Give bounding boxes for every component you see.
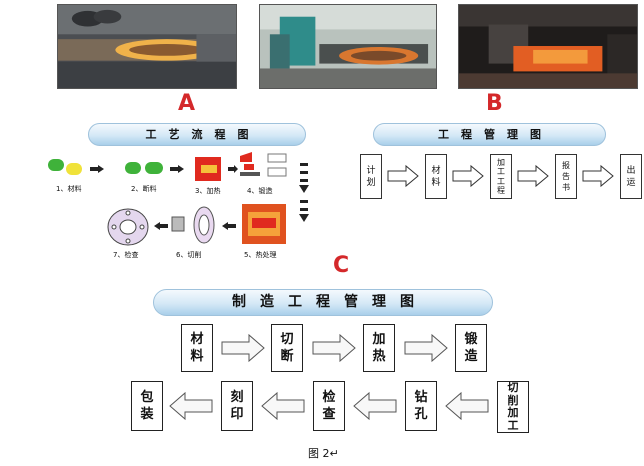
forging-photo-1 — [57, 4, 237, 89]
flow-arrow-left — [154, 222, 168, 230]
mfg-box-forging: 锻 造 — [455, 324, 487, 372]
mfg-box-inspection: 检 查 — [313, 381, 345, 431]
mgmt-box-material: 材 料 — [425, 154, 447, 199]
mfg-arrow-left — [261, 391, 305, 421]
manufacturing-mgmt-title: 制造工程管理图 — [153, 289, 493, 316]
mfg-box-marking: 刻 印 — [221, 381, 253, 431]
mgmt-arrow-right — [517, 164, 549, 188]
forging-photo-3 — [458, 4, 638, 89]
flow-arrow-right — [170, 165, 184, 173]
mfg-arrow-left — [445, 391, 489, 421]
step-label-heat-treatment: 5、热处理 — [244, 251, 277, 259]
mfg-box-machining: 切 削 加 工 — [497, 381, 529, 433]
step-label-inspection: 7、检查 — [113, 251, 139, 259]
mgmt-box-shipping: 出 运 — [620, 154, 642, 199]
mgmt-arrow-right — [387, 164, 419, 188]
figure-label-c: C — [333, 253, 350, 278]
forging-press-icon — [236, 150, 292, 186]
flange-icon — [104, 205, 152, 249]
forging-photo-2 — [259, 4, 437, 89]
bar-stock-icon — [46, 155, 88, 181]
mgmt-box-report: 报 告 书 — [555, 154, 577, 199]
figure-label-b: B — [486, 91, 503, 116]
mgmt-box-plan: 计 划 — [360, 154, 382, 199]
mfg-arrow-right — [221, 333, 265, 363]
step-label-forging: 4、锻造 — [247, 187, 273, 195]
mfg-arrow-right — [404, 333, 448, 363]
flow-arrow-down — [299, 200, 309, 232]
mfg-box-drilling: 钻 孔 — [405, 381, 437, 431]
flow-arrow-right — [228, 165, 238, 173]
step-label-heating: 3、加热 — [195, 187, 221, 195]
furnace-icon — [193, 153, 227, 185]
cut-bar-icon — [123, 156, 167, 182]
step-label-material: 1、材料 — [56, 185, 82, 193]
step-label-cutting-stock: 2、断料 — [131, 185, 157, 193]
mfg-box-packing: 包 装 — [131, 381, 163, 431]
flow-arrow-right — [90, 165, 104, 173]
heat-treatment-icon — [240, 202, 290, 246]
mfg-arrow-left — [353, 391, 397, 421]
mfg-box-heating: 加 热 — [363, 324, 395, 372]
flow-arrow-left — [222, 222, 236, 230]
mfg-box-material: 材 料 — [181, 324, 213, 372]
lathe-part-icon — [170, 205, 218, 247]
step-label-machining: 6、切削 — [176, 251, 202, 259]
process-flow-title: 工艺流程图 — [88, 123, 306, 146]
figure-label-a: A — [178, 91, 196, 116]
mfg-arrow-left — [169, 391, 213, 421]
engineering-mgmt-title: 工程管理图 — [373, 123, 606, 146]
flow-arrow-down — [299, 163, 309, 195]
figure-caption: 图 2↵ — [308, 447, 339, 460]
mfg-arrow-right — [312, 333, 356, 363]
mfg-box-cutting: 切 断 — [271, 324, 303, 372]
mgmt-arrow-right — [452, 164, 484, 188]
mgmt-arrow-right — [582, 164, 614, 188]
mgmt-box-machining-process: 加 工 工 程 — [490, 154, 512, 199]
